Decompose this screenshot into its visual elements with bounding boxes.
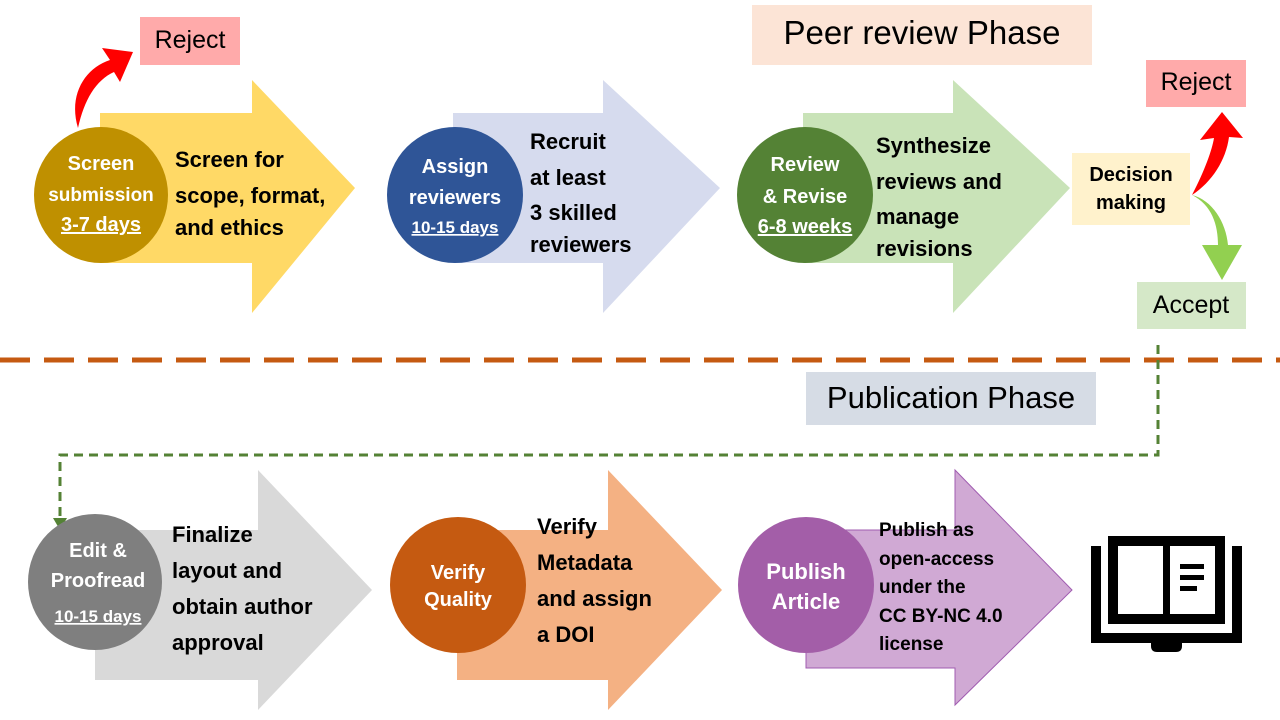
duration-label: 10-15 days (412, 218, 499, 237)
step-text: Synthesize (876, 133, 991, 158)
circle-text: reviewers (409, 187, 501, 209)
accept-label: Accept (1153, 291, 1229, 319)
circle-text: Screen (68, 153, 135, 175)
duration-label: 10-15 days (55, 607, 142, 626)
step-text: license (879, 634, 943, 655)
circle-text: & Revise (763, 186, 848, 208)
circle-screen-submission (34, 127, 168, 263)
step-text: Publish as (879, 520, 974, 541)
step-text: approval (172, 630, 264, 655)
circle-text: Review (771, 154, 840, 176)
step-text: and assign (537, 586, 652, 611)
step-text: under the (879, 577, 966, 598)
step-arrow-publish (805, 468, 1073, 707)
step-text: Finalize (172, 522, 253, 547)
reject-label-right: Reject (1161, 68, 1232, 96)
circle-edit-proofread (28, 514, 162, 650)
decision-label: making (1096, 192, 1166, 214)
step-text: 3 skilled (530, 200, 617, 225)
step-text: manage (876, 204, 959, 229)
reject-arrow-icon (75, 48, 133, 128)
circle-text: Quality (424, 589, 493, 611)
decision-label: Decision (1089, 164, 1172, 186)
circle-verify-quality (390, 517, 526, 653)
step-arrow-edit (95, 470, 372, 710)
publication-phase-label: Publication Phase (827, 380, 1075, 415)
circle-text: Article (772, 589, 840, 614)
circle-assign-reviewers (387, 127, 523, 263)
circle-text: Assign (422, 156, 489, 178)
circle-text: Edit & (69, 540, 127, 562)
decision-box (1072, 153, 1190, 225)
circle-text: Publish (766, 559, 845, 584)
step-text: reviewers (530, 232, 632, 257)
reject-label-top: Reject (155, 26, 226, 54)
open-book-icon (1091, 536, 1242, 652)
reject-box-top (140, 17, 240, 65)
circle-publish-article (738, 517, 874, 653)
step-text: revisions (876, 236, 973, 261)
step-text: layout and (172, 558, 282, 583)
step-arrow-assign (453, 80, 720, 313)
circle-review-revise (737, 127, 873, 263)
duration-label: 6-8 weeks (758, 216, 853, 238)
step-arrow-screen (100, 80, 355, 313)
reject-box-right (1146, 60, 1246, 107)
accept-arrow-icon (1192, 195, 1242, 280)
accept-box (1137, 282, 1246, 329)
step-text: at least (530, 165, 606, 190)
step-text: Verify (537, 514, 598, 539)
step-text: scope, format, (175, 183, 325, 208)
reject-arrow-icon (1192, 112, 1243, 195)
step-text: Metadata (537, 550, 633, 575)
step-text: Recruit (530, 129, 606, 154)
step-text: CC BY-NC 4.0 (879, 606, 1003, 627)
peer-review-phase-label: Peer review Phase (784, 14, 1061, 51)
publication-phase-box (806, 372, 1096, 425)
step-arrow-verify (457, 470, 722, 710)
step-text: and ethics (175, 215, 284, 240)
connector-arrowhead (53, 518, 67, 530)
step-text: Screen for (175, 147, 284, 172)
step-arrow-review (803, 80, 1070, 313)
circle-text: Verify (431, 562, 486, 584)
circle-text: submission (48, 185, 154, 206)
step-text: open-access (879, 549, 994, 570)
circle-text: Proofread (51, 570, 145, 592)
peer-review-phase-box (752, 5, 1092, 65)
step-text: obtain author (172, 594, 313, 619)
step-text: reviews and (876, 169, 1002, 194)
duration-label: 3-7 days (61, 214, 141, 236)
step-text: a DOI (537, 622, 594, 647)
